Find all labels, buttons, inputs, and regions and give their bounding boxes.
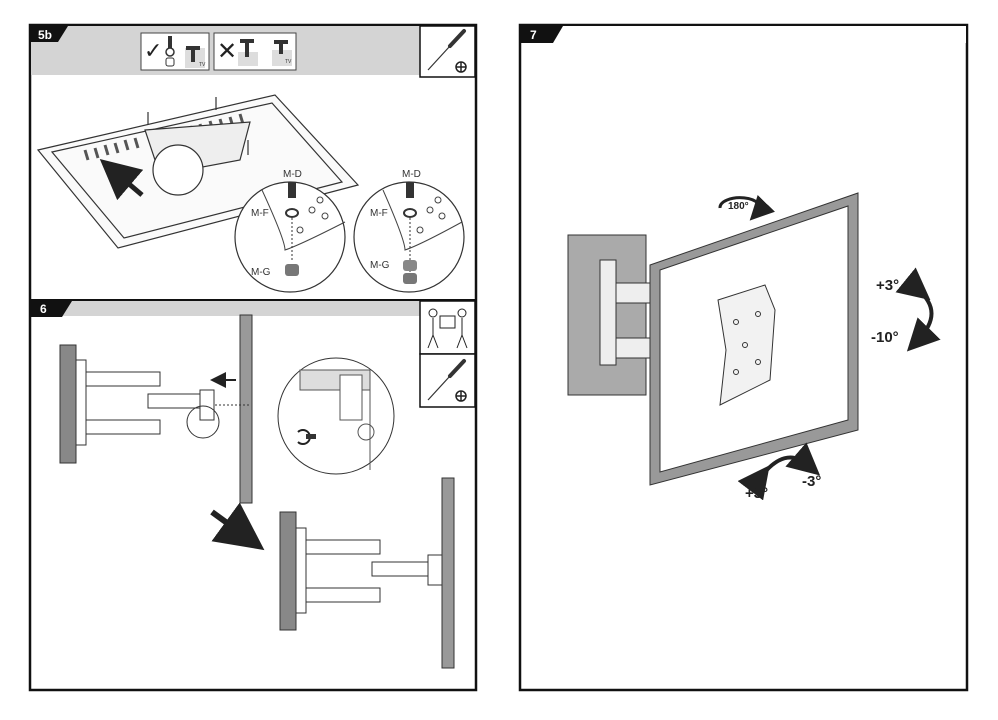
screw-detail-circle [277, 357, 395, 475]
screwdriver-icon [419, 25, 476, 78]
part-label-mf: M-F [370, 208, 388, 219]
tv-mount-illustration [567, 192, 859, 486]
cross-icon: ✕ [217, 38, 237, 65]
direction-arrow-icon [99, 159, 144, 201]
swivel-angle-label: 180° [728, 201, 749, 212]
step-5b-label: 5b [38, 28, 52, 42]
two-person-lift-icon [419, 300, 476, 355]
level-adjust-indicator: +3° -3° [737, 442, 821, 502]
level-right-label: -3° [802, 473, 821, 490]
step-7-tab [521, 26, 563, 43]
step-5b-tab [31, 26, 68, 42]
level-left-label: +3° [745, 485, 768, 502]
direction-arrow-icon [210, 502, 265, 551]
step-6-label: 6 [40, 302, 47, 316]
left-panel: 5b ✓ TV ✕ TV [28, 23, 478, 692]
tilt-up-label: +3° [876, 277, 899, 294]
level-arrow-icon [737, 442, 821, 501]
tv-back-illustration [36, 94, 360, 249]
right-panel: 7 180° +3° -10° +3° -3° [518, 23, 969, 692]
wall-arm-attach-illustration [59, 314, 253, 504]
part-label-mg: M-G [251, 267, 271, 278]
tilt-down-label: -10° [871, 329, 899, 346]
part-label-mf: M-F [251, 208, 269, 219]
hardware-detail-single-spacer: M-D M-F M-G [234, 169, 346, 293]
rotate-arrow-icon [718, 195, 775, 221]
step-6-header [31, 301, 420, 316]
tv-label: TV [199, 62, 206, 68]
tilt-arrow-icon [895, 267, 941, 352]
swivel-rotation-indicator: 180° [718, 195, 775, 221]
hardware-detail-double-spacer: M-D M-F M-G [353, 169, 465, 293]
correct-hardware-icon: ✓ TV [140, 32, 210, 71]
step-7-label: 7 [530, 28, 537, 42]
screwdriver-icon [419, 353, 476, 408]
part-label-md: M-D [283, 169, 302, 180]
tv-label: TV [285, 59, 292, 65]
wrong-hardware-icon: ✕ TV [213, 32, 297, 71]
check-icon: ✓ [144, 38, 162, 63]
part-label-md: M-D [402, 169, 421, 180]
wall-arm-assembled-illustration [279, 477, 455, 669]
step-6-tab [31, 301, 72, 317]
tilt-indicator: +3° -10° [871, 267, 941, 352]
part-label-mg: M-G [370, 260, 390, 271]
